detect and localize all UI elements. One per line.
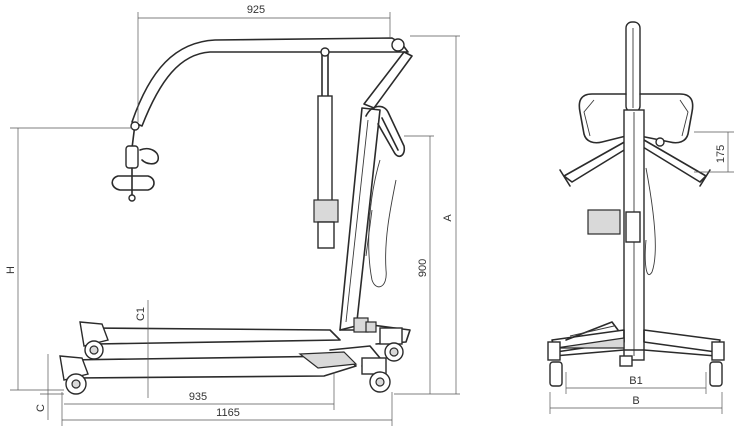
boom-pivot [391,38,405,52]
rear-casters [353,317,404,393]
dim-label-935: 935 [189,391,207,403]
push-handle [365,105,406,288]
side-view: 925 A 900 H C1 C 935 1165 [5,4,460,426]
dim-label-B: B [632,395,639,407]
front-dimension-lines [549,131,734,414]
spreader-bar [111,121,160,202]
front-handle [578,93,627,144]
dim-label-175: 175 [715,145,727,163]
dimension-lines [10,12,460,426]
dim-label-C: C [35,404,47,412]
dim-label-A: A [442,214,454,222]
front-view: B1 B 175 [547,21,734,414]
dim-label-1165: 1165 [216,407,240,419]
boom-arm [131,37,409,127]
mast [363,51,413,109]
dim-label-B1: B1 [629,375,642,387]
front-view-casters [547,341,725,387]
front-base [551,321,721,357]
front-casters [59,321,109,395]
front-actuator-box [587,209,621,235]
dim-label-925: 925 [247,4,265,16]
dim-label-H: H [5,266,17,274]
dim-label-C1: C1 [135,307,147,321]
dim-label-900: 900 [417,259,429,277]
actuator [313,47,339,249]
